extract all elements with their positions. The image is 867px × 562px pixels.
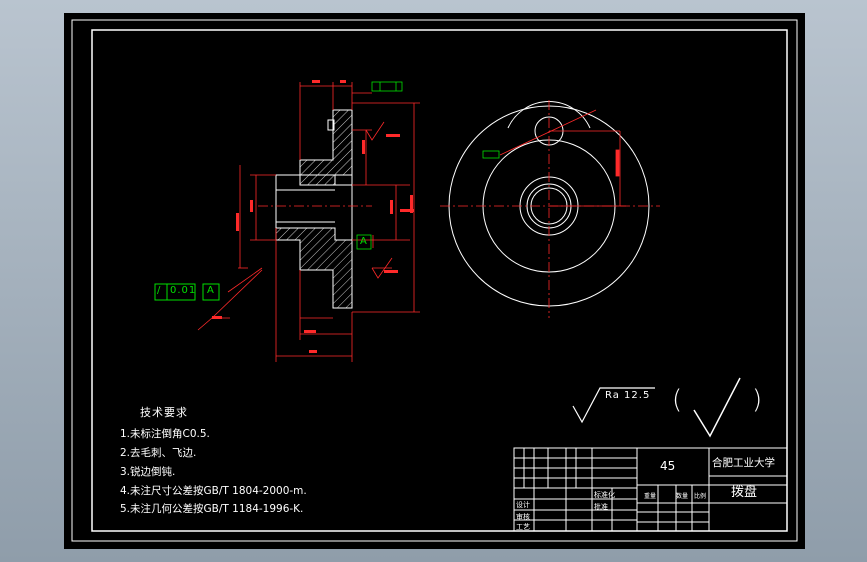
note-item-2: 2.去毛刺、飞边. xyxy=(120,447,197,459)
label-scale: 比例 xyxy=(694,493,707,500)
front-gdt-tag xyxy=(482,150,500,159)
gdt-datum: A xyxy=(207,285,214,296)
note-item-5: 5.未注几何公差按GB/T 1184-1996-K. xyxy=(120,503,304,515)
datum-label: A xyxy=(360,236,367,247)
flange-outline xyxy=(333,109,353,309)
note-item-3: 3.锐边倒钝. xyxy=(120,466,176,478)
roughness-value: Ra 12.5 xyxy=(605,390,651,401)
gdt-top-frame xyxy=(371,81,403,92)
notes-title: 技术要求 xyxy=(140,406,188,419)
gdt-frame xyxy=(154,283,220,301)
dim-text-marks xyxy=(212,80,414,353)
outer-frame-bg xyxy=(64,13,805,549)
row-label-approve: 批准 xyxy=(594,503,608,511)
roughness-symbol xyxy=(572,387,655,424)
note-item-1: 1.未标注倒角C0.5. xyxy=(120,428,210,440)
datum-box-frame xyxy=(356,234,372,250)
paren-left: ( xyxy=(672,385,683,415)
gdt-symbol-icon: / xyxy=(157,285,161,296)
material-label: 45 xyxy=(660,459,676,473)
check-symbol xyxy=(693,377,741,438)
text-layer: 技术要求 1.未标注倒角C0.5. 2.去毛刺、飞边. 3.锐边倒钝. 4.未注… xyxy=(64,13,805,549)
outer-frame xyxy=(71,19,798,542)
flange-step xyxy=(327,119,335,131)
label-qty: 数量 xyxy=(676,493,689,500)
label-weight: 重量 xyxy=(644,493,657,500)
title-block xyxy=(513,447,788,532)
note-item-4: 4.未注尺寸公差按GB/T 1804-2000-m. xyxy=(120,485,307,497)
school-name: 合肥工业大学 xyxy=(712,457,775,469)
row-label-std: 标准化 xyxy=(594,491,615,499)
section-dimensions xyxy=(197,82,420,362)
front-view-dims xyxy=(440,100,660,318)
row-label-review: 审核 xyxy=(516,513,530,521)
inner-frame xyxy=(91,29,788,532)
gdt-tolerance: 0.01 xyxy=(170,285,197,296)
paren-right: ) xyxy=(752,385,763,415)
row-label-design: 设计 xyxy=(516,501,530,509)
part-name: 拨盘 xyxy=(731,485,758,500)
drawing-viewport[interactable]: 技术要求 1.未标注倒角C0.5. 2.去毛刺、飞边. 3.锐边倒钝. 4.未注… xyxy=(64,13,805,549)
cad-drawing xyxy=(64,13,805,549)
row-label-process: 工艺 xyxy=(516,523,530,531)
